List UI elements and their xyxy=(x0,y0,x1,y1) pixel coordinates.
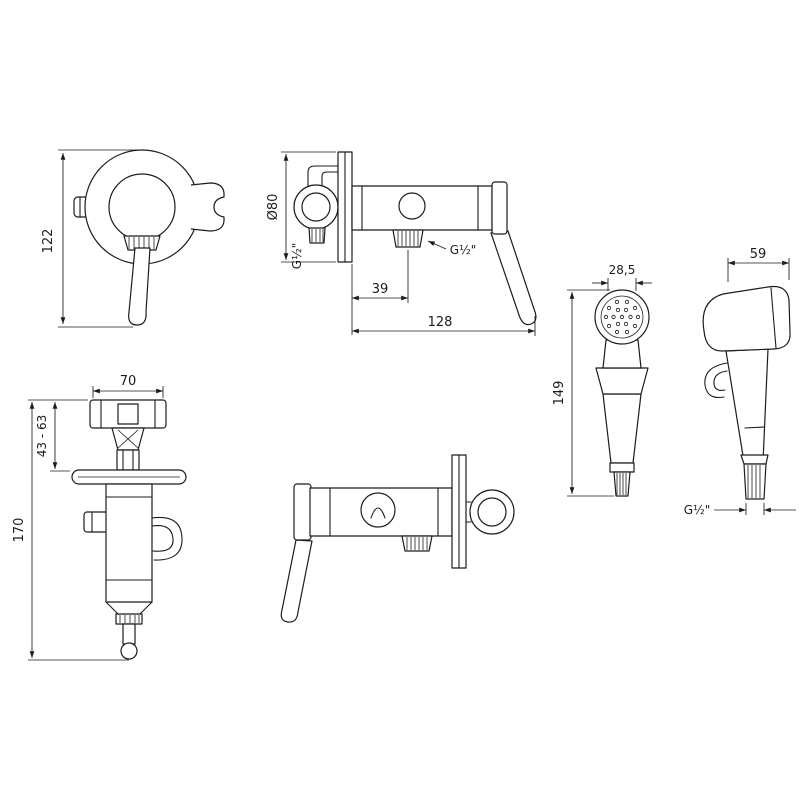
handspray-side-view xyxy=(702,285,791,500)
dimension-70-label: 70 xyxy=(120,374,137,389)
dimension-front-height: 122 xyxy=(41,149,138,328)
dimension-39-label: 39 xyxy=(372,282,389,297)
dimension-170-label: 170 xyxy=(12,518,27,543)
front-view xyxy=(73,149,225,326)
dimension-bracket-width: 70 xyxy=(92,374,164,398)
dimension-total-depth: 128 xyxy=(352,315,536,336)
dimension-122-label: 122 xyxy=(41,229,56,254)
dimension-total-height: 170 xyxy=(12,402,129,661)
dimension-59-label: 59 xyxy=(750,247,767,262)
dimension-outlet-offset: 39 xyxy=(351,250,409,335)
dimension-spray-depth: 59 xyxy=(727,247,790,282)
dimension-43-63-label: 43 - 63 xyxy=(35,415,49,458)
rear-view xyxy=(280,454,515,623)
dimension-inlet-thread: G½" xyxy=(290,243,304,269)
side-view xyxy=(293,151,537,326)
dimension-wall-clearance: 43 - 63 xyxy=(28,399,88,472)
spray-thread-label: G½" xyxy=(684,503,710,517)
handspray-front-view xyxy=(594,289,650,497)
dimension-outlet-thread: G½" xyxy=(427,240,476,257)
dimension-plate-diameter: Ø80 xyxy=(266,151,336,263)
outlet-thread-label: G½" xyxy=(450,243,476,257)
dimension-spray-thread: G½" xyxy=(684,503,796,517)
dimension-spray-width: 28,5 xyxy=(592,263,652,291)
dimension-128-label: 128 xyxy=(428,315,453,330)
inlet-thread-label: G½" xyxy=(290,243,304,269)
dimension-149-label: 149 xyxy=(552,381,567,406)
dimension-spray-height: 149 xyxy=(552,289,614,497)
dimension-d80-label: Ø80 xyxy=(266,194,281,221)
dimension-28-5-label: 28,5 xyxy=(609,263,636,277)
top-view xyxy=(71,399,187,660)
